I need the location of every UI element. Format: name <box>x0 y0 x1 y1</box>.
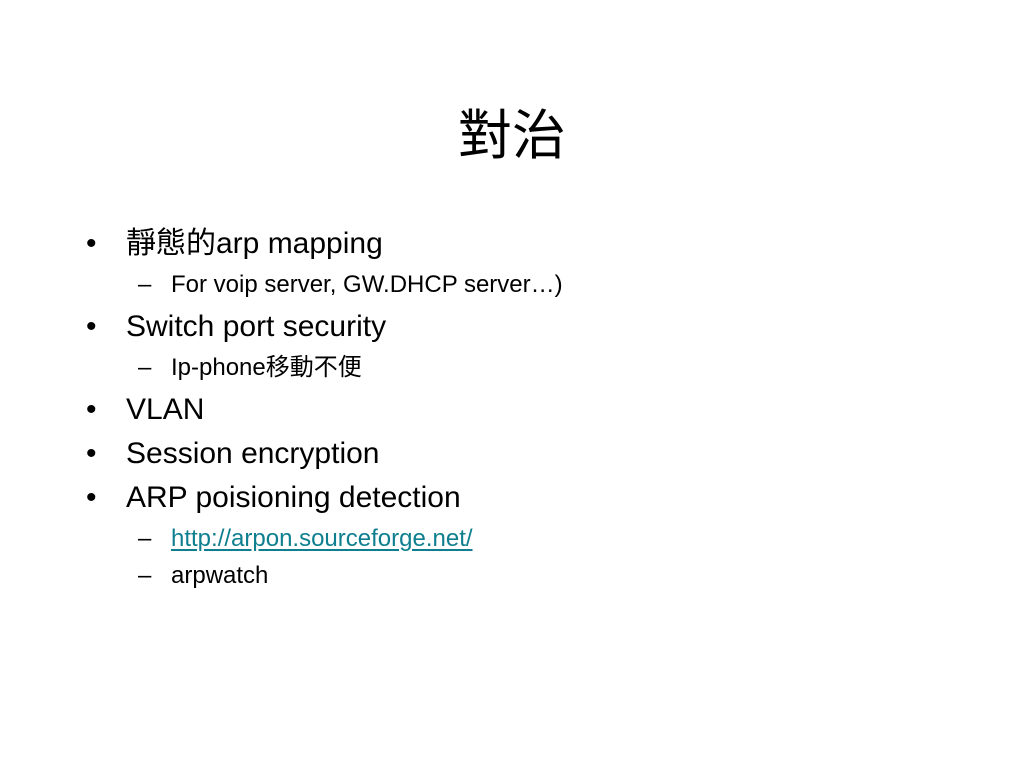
bullet-item: • VLAN <box>84 388 964 432</box>
sub-bullet-text: Ip-phone移動不便 <box>171 354 362 381</box>
bullet-list: • 靜態的arp mapping – For voip server, GW.D… <box>84 222 964 594</box>
arpon-link[interactable]: http://arpon.sourceforge.net/ <box>171 525 473 552</box>
bullet-marker: • <box>86 227 97 260</box>
bullet-marker: • <box>86 437 97 470</box>
bullet-item: • Session encryption <box>84 432 964 476</box>
bullet-text: Switch port security <box>126 310 387 343</box>
sub-bullet-item: – http://arpon.sourceforge.net/ <box>84 520 964 557</box>
sub-bullet-marker: – <box>138 354 152 381</box>
sub-bullet-marker: – <box>138 525 152 552</box>
bullet-marker: • <box>86 481 97 514</box>
bullet-text: ARP poisioning detection <box>126 481 461 514</box>
bullet-item: • Switch port security <box>84 305 964 349</box>
sub-bullet-marker: – <box>138 562 152 589</box>
bullet-text: 靜態的arp mapping <box>126 227 383 260</box>
bullet-marker: • <box>86 310 97 343</box>
bullet-marker: • <box>86 393 97 426</box>
sub-bullet-item: – For voip server, GW.DHCP server…) <box>84 266 964 303</box>
bullet-text: VLAN <box>126 393 205 426</box>
slide-title: 對治 <box>458 104 566 167</box>
bullet-item: • ARP poisioning detection <box>84 476 964 520</box>
bullet-text: Session encryption <box>126 437 380 470</box>
bullet-item: • 靜態的arp mapping <box>84 222 964 266</box>
sub-bullet-marker: – <box>138 271 152 298</box>
sub-bullet-item: – arpwatch <box>84 557 964 594</box>
sub-bullet-text: For voip server, GW.DHCP server…) <box>171 271 563 298</box>
sub-bullet-text: arpwatch <box>171 562 269 589</box>
sub-bullet-item: – Ip-phone移動不便 <box>84 349 964 386</box>
